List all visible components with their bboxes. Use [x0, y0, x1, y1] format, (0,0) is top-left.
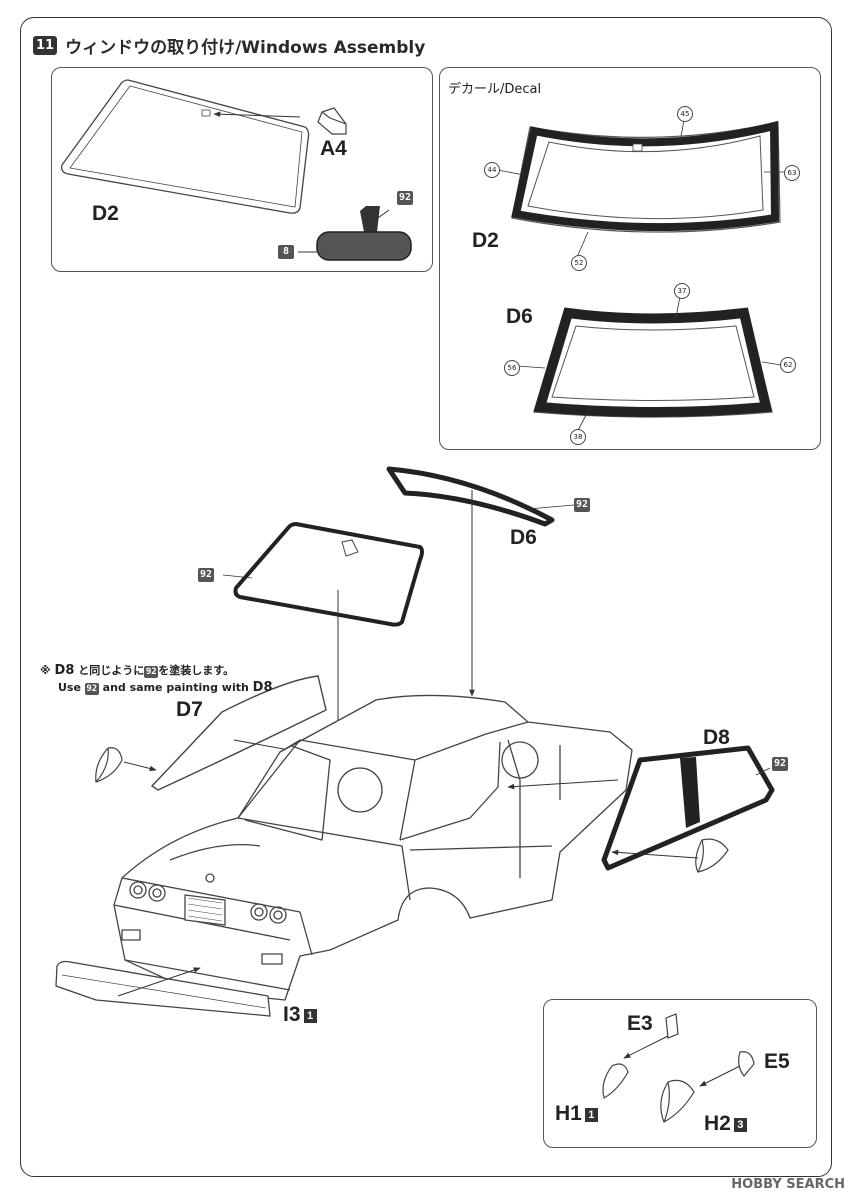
note-en-pre: Use — [58, 681, 81, 694]
decal-callout-44: 44 — [484, 162, 500, 178]
note-en-part: D8 — [252, 680, 273, 695]
decal-callout-37: 37 — [674, 283, 690, 299]
front-spoiler-i3-part — [55, 960, 271, 1017]
part-label-d2: D2 — [92, 202, 119, 225]
page-frame — [20, 17, 832, 1177]
h1-number: 1 — [584, 1108, 598, 1122]
note-part: D8 — [54, 663, 75, 678]
paint-code-mirror-8: 8 — [278, 245, 294, 259]
decal-label-d2: D2 — [472, 229, 499, 252]
mirror-mount-a4-part — [317, 107, 347, 135]
decal-callout-38: 38 — [570, 429, 586, 445]
watermark: HOBBY SEARCH — [731, 1177, 845, 1192]
door-mirror-left-part — [95, 747, 123, 783]
note-en-paint-code: 92 — [84, 683, 99, 695]
paint-code-d6-92: 92 — [574, 498, 590, 512]
i3-number: 1 — [303, 1009, 317, 1023]
windshield-mirror-panel — [51, 67, 433, 272]
paint-code-d8-92: 92 — [772, 757, 788, 771]
decal-panel — [439, 67, 821, 450]
h2-number: 3 — [733, 1118, 747, 1132]
windshield-d2-part — [60, 79, 310, 214]
part-label-d8: D8 — [703, 726, 730, 749]
mirror-detail-parts — [602, 1013, 755, 1123]
rear-view-mirror-part — [316, 206, 412, 261]
part-label-a4: A4 — [320, 137, 347, 160]
part-label-d6: D6 — [510, 526, 537, 549]
note-en-mid: and same painting with — [102, 681, 249, 694]
note-jp-end: を塗装します。 — [158, 664, 235, 677]
note-mark: ※ — [40, 664, 51, 677]
h1-label: H1 — [555, 1102, 582, 1125]
h2-label: H2 — [704, 1112, 731, 1135]
rear-window-d6-part — [386, 466, 555, 527]
part-label-e3: E3 — [627, 1012, 653, 1035]
step-number-badge: 11 — [33, 36, 58, 55]
decal-callout-52: 52 — [571, 255, 587, 271]
paint-code-mirror-92: 92 — [397, 191, 413, 205]
decal-callout-63: 63 — [784, 165, 800, 181]
decal-callout-45: 45 — [677, 106, 693, 122]
quarter-window-d8-part — [601, 745, 775, 871]
mirror-detail-panel — [543, 999, 817, 1148]
side-window-d7-part — [150, 675, 327, 791]
part-label-d7: D7 — [176, 698, 203, 721]
decal-d6-shape — [533, 307, 773, 418]
car-body — [113, 694, 633, 1001]
decal-callout-62: 62 — [780, 357, 796, 373]
step-title-text: ウィンドウの取り付け/Windows Assembly — [65, 38, 426, 58]
part-label-e5: E5 — [764, 1050, 790, 1073]
note-paint-code: 92 — [144, 666, 159, 678]
paint-code-windshield-92: 92 — [198, 568, 214, 582]
decal-panel-label: デカール/Decal — [448, 82, 542, 97]
step-title: 11 ウィンドウの取り付け/Windows Assembly — [33, 33, 425, 58]
decal-d2-shape — [511, 120, 781, 233]
windshield-glass-part — [233, 521, 424, 627]
decal-label-d6: D6 — [506, 305, 533, 328]
door-mirror-right-part — [695, 838, 729, 873]
i3-label: I3 — [283, 1003, 301, 1026]
decal-callout-56: 56 — [504, 360, 520, 376]
note-jp-mid: と同じように — [78, 664, 145, 677]
